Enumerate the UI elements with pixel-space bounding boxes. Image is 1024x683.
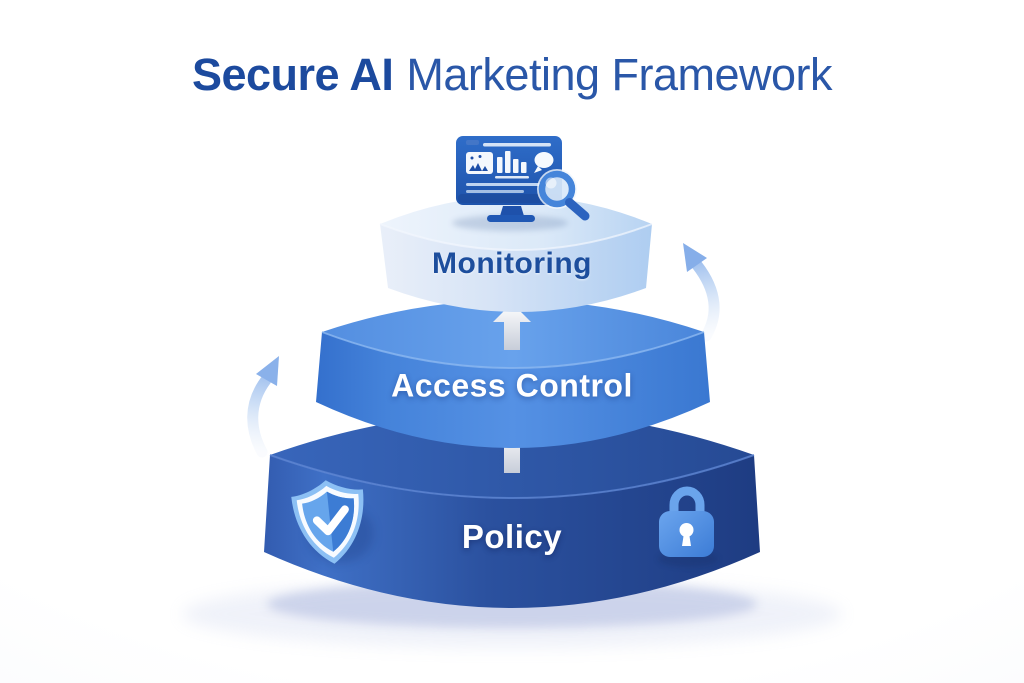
title-primary: Secure AI bbox=[191, 49, 394, 100]
curved-arrow-right-icon bbox=[683, 243, 720, 342]
up-arrow-access-to-monitoring-icon bbox=[493, 303, 531, 350]
magnifier-icon bbox=[537, 169, 590, 221]
title-secondary: Marketing Framework bbox=[406, 49, 833, 100]
bar-chart-icon bbox=[495, 151, 529, 179]
image-panel-icon bbox=[466, 152, 493, 174]
curved-arrow-left-icon bbox=[247, 356, 279, 458]
tier-label-policy: Policy bbox=[461, 518, 563, 555]
tier-label-access-control: Access Control bbox=[391, 367, 633, 404]
shield-check-icon bbox=[291, 480, 374, 564]
monitor-analytics-icon bbox=[452, 136, 590, 231]
padlock-icon bbox=[658, 486, 718, 567]
tier-label-monitoring: Monitoring bbox=[432, 247, 592, 280]
tier-access-control bbox=[316, 300, 710, 448]
speech-bubble-icon bbox=[534, 152, 554, 173]
